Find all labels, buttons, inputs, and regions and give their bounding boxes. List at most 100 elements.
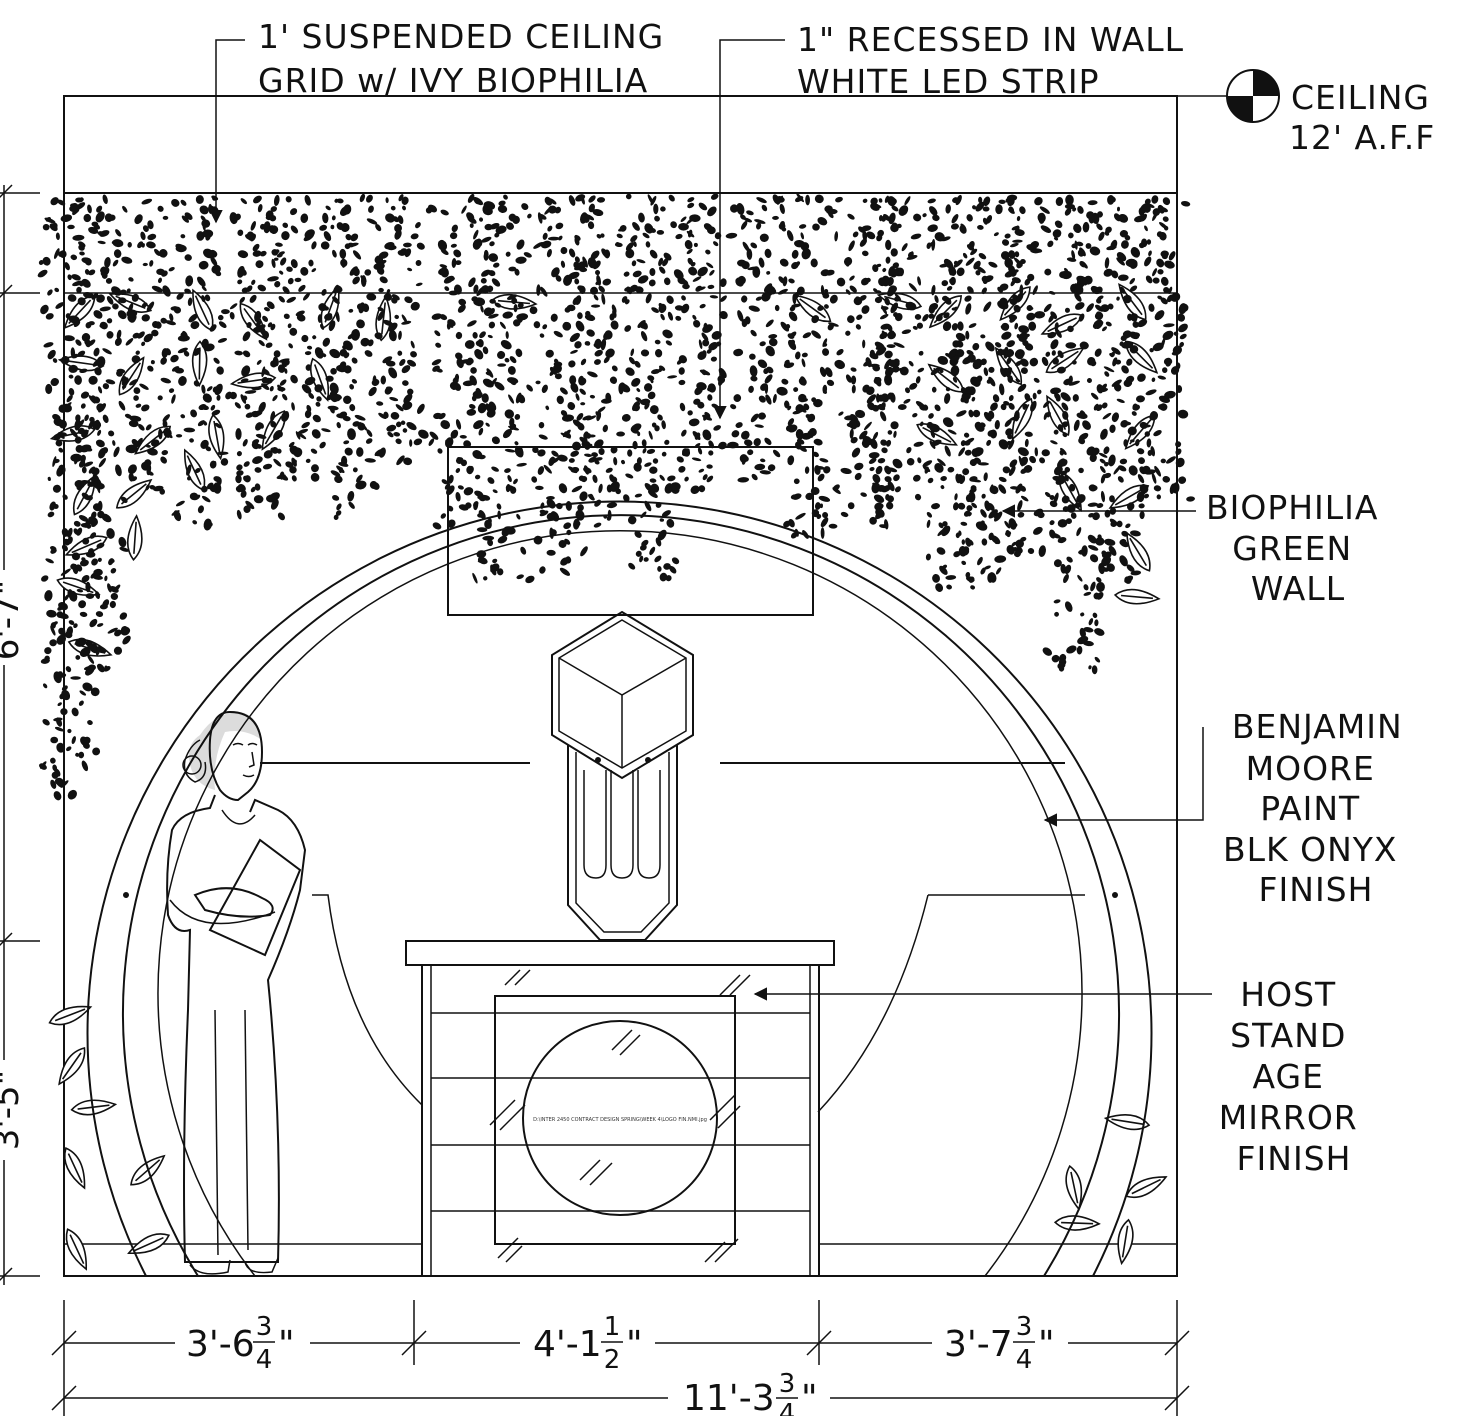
ivy-leaf — [290, 374, 298, 384]
ivy-leaf — [899, 366, 909, 376]
ivy-leaf — [661, 420, 666, 430]
ivy-leaf — [448, 290, 459, 296]
ivy-leaf — [944, 445, 951, 457]
ivy-leaf — [1038, 212, 1046, 224]
ivy-leaf — [121, 496, 128, 503]
ivy-leaf — [757, 359, 768, 369]
ivy-leaf — [1154, 465, 1162, 477]
ivy-leaf — [88, 269, 96, 276]
ivy-leaf — [832, 484, 840, 491]
ivy-leaf — [962, 468, 970, 476]
ivy-leaf — [453, 249, 462, 258]
ivy-leaf — [946, 584, 952, 590]
ivy-leaf — [765, 345, 775, 357]
ivy-leaf — [350, 328, 361, 341]
ivy-leaf — [1029, 357, 1039, 367]
ivy-leaf — [96, 294, 105, 303]
ivy-leaf — [273, 458, 282, 467]
ivy-leaf — [242, 331, 251, 342]
ivy-leaf — [377, 310, 385, 321]
ivy-leaf — [1129, 331, 1140, 340]
ivy-leaf — [68, 387, 75, 396]
ivy-leaf — [496, 503, 502, 510]
ivy-leaf — [937, 355, 949, 365]
ivy-leaf — [1037, 389, 1042, 395]
ivy-leaf — [589, 394, 596, 399]
ivy-leaf — [788, 278, 795, 284]
ivy-leaf — [596, 411, 602, 422]
ivy-leaf — [335, 311, 340, 323]
ivy-leaf — [1165, 361, 1172, 367]
ivy-leaf — [151, 285, 163, 293]
ivy-leaf — [932, 214, 940, 222]
ivy-leaf — [394, 229, 402, 240]
ivy-leaf — [554, 373, 562, 380]
ivy-leaf — [314, 384, 323, 393]
ivy-leaf — [89, 532, 97, 539]
ivy-leaf — [78, 700, 84, 706]
ivy-leaf — [237, 229, 244, 236]
ivy-leaf — [486, 519, 492, 529]
ivy-leaf — [1090, 392, 1099, 400]
ivy-leaf — [630, 348, 635, 357]
ivy-leaf — [752, 266, 761, 278]
ivy-leaf — [741, 261, 750, 270]
ivy-leaf — [958, 447, 966, 457]
ivy-leaf — [497, 205, 508, 213]
ivy-leaf — [352, 267, 360, 277]
ivy-leaf — [649, 227, 656, 233]
ivy-leaf — [912, 413, 918, 418]
ivy-leaf — [97, 403, 107, 413]
leaf-icon — [375, 294, 392, 342]
ivy-leaf — [168, 267, 175, 272]
ivy-leaf — [764, 374, 773, 384]
ivy-leaf — [555, 222, 564, 230]
ivy-leaf — [289, 327, 298, 336]
led-strip-callout: 1" RECESSED IN WALL WHITE LED STRIP — [797, 20, 1196, 101]
ivy-leaf — [1049, 529, 1056, 539]
ivy-leaf — [594, 460, 600, 465]
ivy-leaf — [649, 478, 657, 483]
ivy-leaf — [1096, 503, 1104, 508]
ivy-leaf — [1049, 494, 1055, 500]
ivy-leaf — [992, 394, 1000, 403]
ivy-leaf — [535, 485, 544, 491]
ivy-leaf — [888, 367, 896, 374]
ivy-leaf — [402, 401, 413, 411]
ivy-leaf — [847, 315, 855, 324]
horizontal-dimensions — [51, 1300, 1190, 1416]
ivy-leaf — [97, 557, 102, 562]
ivy-leaf — [963, 386, 973, 396]
ivy-leaf — [1071, 250, 1076, 260]
ivy-leaf — [709, 269, 715, 276]
ivy-leaf — [304, 351, 312, 356]
ivy-leaf — [210, 404, 216, 411]
ivy-leaf — [1020, 358, 1029, 367]
ivy-leaf — [791, 249, 799, 259]
ivy-leaf — [637, 320, 646, 329]
ivy-leaf — [428, 204, 438, 213]
ivy-leaf — [102, 383, 110, 390]
ivy-leaf — [981, 275, 989, 283]
ivy-leaf — [1085, 243, 1092, 249]
ivy-leaf — [329, 348, 341, 359]
ivy-leaf — [713, 425, 722, 431]
ivy-leaf — [61, 527, 69, 537]
ivy-leaf — [750, 329, 757, 337]
ivy-leaf — [892, 262, 900, 269]
ivy-leaf — [707, 206, 717, 217]
ivy-leaf — [154, 321, 162, 329]
ivy-leaf — [1012, 239, 1023, 243]
ivy-leaf — [398, 330, 402, 340]
ivy-leaf — [75, 752, 80, 757]
ivy-leaf — [270, 420, 277, 428]
ivy-leaf — [801, 398, 808, 402]
paint-line-1: BENJAMIN — [1232, 707, 1403, 746]
ivy-leaf — [42, 224, 50, 231]
ivy-leaf — [1055, 196, 1064, 206]
ivy-leaf — [766, 271, 771, 275]
ivy-leaf — [201, 384, 206, 394]
vertical-dim-lower: 3'-5" — [0, 1070, 27, 1151]
ivy-leaf — [273, 257, 279, 261]
ivy-leaf — [83, 461, 94, 467]
